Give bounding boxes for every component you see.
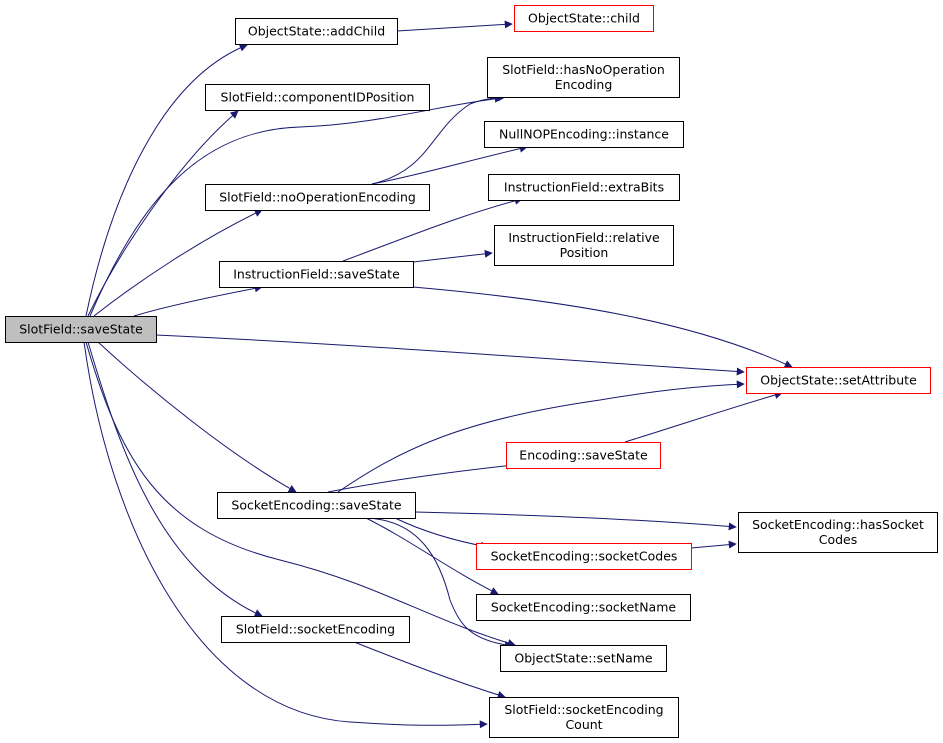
node-label: ObjectState::setAttribute: [760, 373, 917, 388]
edge-sfSockEnc-to-sockEncCount: [353, 641, 506, 699]
edge-ifSave-to-relPos: [412, 249, 493, 263]
edge-noOpEnc-to-hasNoOp: [371, 93, 506, 185]
node-child[interactable]: ObjectState::child: [514, 5, 654, 32]
node-setAttr[interactable]: ObjectState::setAttribute: [746, 367, 931, 394]
node-sfSockEnc[interactable]: SlotField::socketEncoding: [221, 616, 410, 643]
edge-ifSave-to-extraBits: [342, 196, 523, 262]
node-setName[interactable]: ObjectState::setName: [500, 645, 667, 672]
edge-root-to-noOpEnc: [93, 209, 263, 317]
edge-root-to-addChild: [85, 43, 248, 317]
edge-addChild-to-child: [396, 20, 513, 32]
node-addChild[interactable]: ObjectState::addChild: [235, 18, 398, 45]
node-box: [235, 18, 398, 45]
node-box: [219, 261, 414, 288]
node-ifSave[interactable]: InstructionField::saveState: [219, 261, 414, 288]
node-label: Encoding::saveState: [519, 448, 648, 463]
node-label: Encoding: [555, 77, 613, 92]
node-sockName[interactable]: SocketEncoding::socketName: [476, 594, 691, 621]
node-box: [5, 316, 157, 343]
node-encSave[interactable]: Encoding::saveState: [506, 442, 661, 469]
edge-ifSave-to-setAttr: [412, 286, 793, 368]
node-label: SocketEncoding::socketName: [491, 600, 676, 615]
edge-root-to-compIDPos: [87, 110, 239, 317]
node-nullNop[interactable]: NullNOPEncoding::instance: [484, 121, 684, 148]
node-box: [217, 492, 416, 519]
edge-root-to-ifSave: [133, 284, 263, 317]
node-box: [476, 594, 691, 621]
node-box: [506, 442, 661, 469]
edge-sockCodes-to-hasSockCodes: [690, 540, 737, 549]
edge-root-to-setName: [85, 341, 516, 647]
node-label: SlotField::noOperationEncoding: [219, 190, 416, 205]
edge-noOpEnc-to-nullNop: [371, 144, 528, 185]
node-box: [205, 184, 430, 211]
edges-layer: [83, 20, 793, 729]
node-label: SlotField::saveState: [19, 322, 143, 337]
nodes-layer: SlotField::saveState ObjectState::addChil…: [5, 5, 938, 738]
node-box: [476, 543, 692, 570]
node-label: SlotField::socketEncoding: [504, 702, 663, 717]
node-label: ObjectState::setName: [514, 651, 653, 666]
edge-seSave-to-setAttr: [337, 380, 745, 493]
edge-seSave-to-setName: [365, 517, 513, 649]
node-label: SlotField::socketEncoding: [236, 622, 395, 637]
node-box: [514, 5, 654, 32]
node-label: ObjectState::child: [528, 11, 640, 26]
node-extraBits[interactable]: InstructionField::extraBits: [488, 174, 680, 201]
edge-seSave-to-sockName: [365, 517, 499, 595]
edge-seSave-to-hasSockCodes: [414, 511, 737, 531]
node-box: [500, 645, 667, 672]
node-box: [488, 174, 680, 201]
node-label: Position: [560, 245, 609, 260]
edge-root-to-setAttr: [155, 334, 745, 376]
node-box: [738, 512, 938, 553]
node-label: InstructionField::relative: [508, 230, 660, 245]
node-label: SocketEncoding::hasSocket: [752, 517, 924, 532]
node-box: [489, 697, 679, 738]
node-label: SocketEncoding::saveState: [231, 498, 402, 513]
node-label: InstructionField::extraBits: [504, 180, 664, 195]
node-compIDPos[interactable]: SlotField::componentIDPosition: [205, 84, 430, 111]
node-box: [205, 84, 430, 111]
node-box: [487, 57, 680, 98]
node-sockCodes[interactable]: SocketEncoding::socketCodes: [476, 543, 692, 570]
edge-root-to-sfSockEnc: [87, 341, 263, 617]
node-label: SlotField::hasNoOperation: [502, 62, 665, 77]
node-label: ObjectState::addChild: [248, 24, 385, 39]
node-label: Codes: [819, 532, 858, 547]
node-box: [484, 121, 684, 148]
node-label: SocketEncoding::socketCodes: [491, 549, 678, 564]
node-box: [746, 367, 931, 394]
edge-seSave-to-encSave: [327, 461, 515, 493]
node-label: SlotField::componentIDPosition: [221, 90, 415, 105]
node-box: [221, 616, 410, 643]
node-noOpEnc[interactable]: SlotField::noOperationEncoding: [205, 184, 430, 211]
edge-encSave-to-setAttr: [624, 391, 783, 443]
node-label: Count: [565, 717, 602, 732]
edge-root-to-seSave: [97, 341, 297, 493]
edge-root-to-hasNoOp: [89, 94, 503, 317]
node-seSave[interactable]: SocketEncoding::saveState: [217, 492, 416, 519]
node-box: [494, 225, 674, 266]
node-label: InstructionField::saveState: [233, 267, 400, 282]
node-label: NullNOPEncoding::instance: [499, 127, 669, 142]
edge-root-to-sockEncCount: [83, 341, 488, 729]
node-root[interactable]: SlotField::saveState: [5, 316, 157, 343]
